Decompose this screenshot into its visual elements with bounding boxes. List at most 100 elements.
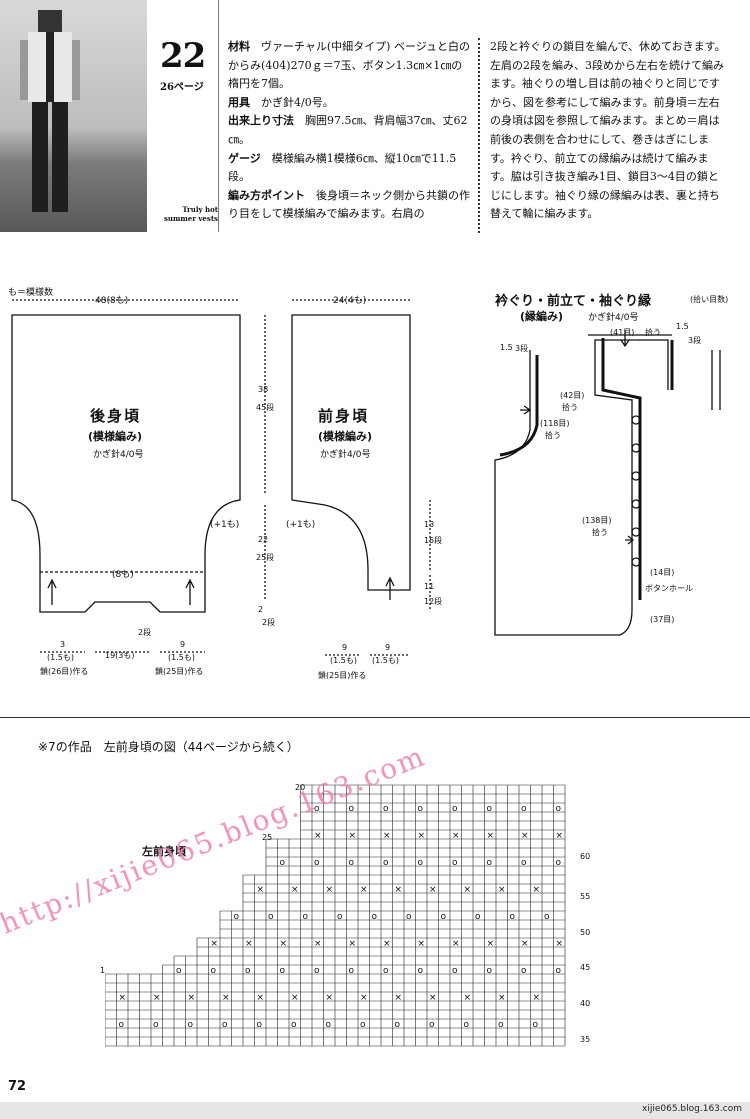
chart-stitch-symbol: × xyxy=(521,939,529,949)
chart-stitch-symbol: o xyxy=(475,912,481,922)
chart-stitch-symbol: o xyxy=(487,804,493,814)
chart-stitch-symbol: o xyxy=(245,966,251,976)
chart-stitch-symbol: o xyxy=(521,966,527,976)
header-divider xyxy=(218,0,219,232)
chart-stitch-symbol: × xyxy=(360,885,368,895)
pattern-count-note: も＝模様数 xyxy=(8,288,54,298)
chart-stitch-symbol: × xyxy=(418,831,426,841)
chart-stitch-symbol: o xyxy=(176,966,182,976)
chart-stitch-symbol: o xyxy=(303,912,309,922)
chart-stitch-symbol: o xyxy=(211,966,217,976)
chart-stitch-symbol: o xyxy=(452,966,458,976)
edging-right-width: 1.5 xyxy=(676,322,689,331)
chart-stitch-symbol: × xyxy=(429,993,437,1003)
chart-stitch-symbol: o xyxy=(510,912,516,922)
front-bottom-left-pattern: (1.5も) xyxy=(330,656,357,665)
chart-stitch-symbol: o xyxy=(257,1020,263,1030)
front-side-increase: (+1も) xyxy=(286,520,316,530)
col-label-20: 20 xyxy=(295,783,306,792)
edging-front-pick: 拾う xyxy=(592,528,608,537)
dim-22: 22 xyxy=(258,535,269,544)
chart-stitch-symbol: × xyxy=(257,993,265,1003)
dim-15-rows: 15段 xyxy=(424,536,443,545)
chart-stitch-symbol: × xyxy=(360,993,368,1003)
edging-armhole-count: (118目) xyxy=(540,419,570,428)
edging-bottom-count: (37目) xyxy=(650,615,675,624)
chart-stitch-symbol: o xyxy=(337,912,343,922)
row-label-40: 40 xyxy=(580,999,591,1008)
front-bottom-right-pattern: (1.5も) xyxy=(372,656,399,665)
chart-stitch-symbol: × xyxy=(533,993,541,1003)
chart-stitch-symbol: o xyxy=(291,1020,297,1030)
chart-stitch-symbol: o xyxy=(441,912,447,922)
dim-11: 11 xyxy=(424,582,435,591)
page-reference: 26ページ xyxy=(160,82,204,93)
chart-stitch-symbol: × xyxy=(211,939,219,949)
back-bottom-right-pattern: (1.5も) xyxy=(168,653,195,662)
chart-stitch-symbol: o xyxy=(498,1020,504,1030)
front-hook: かぎ針4/0号 xyxy=(320,450,371,460)
chart-stitch-symbol: o xyxy=(360,1020,366,1030)
edging-buttonhole-label: ボタンホール xyxy=(645,584,693,593)
chart-stitch-symbol: × xyxy=(291,993,299,1003)
dim-2-rows: 2段 xyxy=(262,618,276,627)
front-width: 24(4も) xyxy=(333,296,367,306)
edging-title: 衿ぐり・前立て・袖ぐり縁 xyxy=(495,294,652,309)
chart-stitch-symbol: × xyxy=(429,885,437,895)
gauge-line: ゲージ 模様編み横1模様6㎝、縦10㎝で11.5段。 xyxy=(228,151,457,184)
front-bottom-right: 9 xyxy=(385,643,391,652)
chart-stitch-symbol: × xyxy=(452,939,460,949)
stitch-chart: o o o o o o o o × × × × × × × × o o o o o o o o o × × × × × × × × × o o o o o o… xyxy=(105,784,566,1047)
chart-stitch-symbol: × xyxy=(383,831,391,841)
instructions-column-2: 2段と衿ぐりの鎖目を編んで、休めておきます。左肩の2段を編み、3段めから左右を続… xyxy=(490,40,726,221)
back-chain-right: 鎖(25目)作る xyxy=(155,667,204,676)
chart-stitch-symbol: × xyxy=(418,939,426,949)
chart-stitch-symbol: o xyxy=(280,966,286,976)
chart-stitch-symbol: × xyxy=(464,993,472,1003)
chart-stitch-symbol: × xyxy=(326,993,334,1003)
chart-stitch-symbol: × xyxy=(222,993,230,1003)
chart-stitch-symbol: o xyxy=(556,804,562,814)
chart-stitch-symbol: o xyxy=(280,858,286,868)
size-line: 出来上り寸法 胸囲97.5㎝、背肩幅37㎝、丈62㎝。 xyxy=(228,114,468,146)
chart-section-title: ※7の作品 左前身頃の図（44ページから続く） xyxy=(38,740,299,754)
instructions-column-1: 材料 ヴァーチャル(中細タイプ) ベージュと白のからみ(404)270ｇ＝7玉、… xyxy=(228,38,472,224)
edging-neck-pick: 拾う xyxy=(645,328,661,337)
chart-stitch-symbol: o xyxy=(234,912,240,922)
chart-stitch-symbol: o xyxy=(153,1020,159,1030)
front-stitch: (模様編み) xyxy=(318,430,373,443)
chart-stitch-symbol: o xyxy=(314,804,320,814)
dim-12-rows: 12段 xyxy=(424,597,443,606)
footer-site: xijie065.blog.163.com xyxy=(642,1104,742,1114)
chart-stitch-symbol: o xyxy=(556,966,562,976)
col-label-1: 1 xyxy=(100,966,106,975)
edging-front-neck-count: (42目) xyxy=(560,391,585,400)
chart-stitch-symbol: × xyxy=(245,939,253,949)
back-title: 後身頃 xyxy=(90,407,142,425)
edging-left-width: 1.5 xyxy=(500,343,513,352)
photo-caption: Truly hot summer vests xyxy=(163,205,218,223)
chart-stitch-symbol: × xyxy=(521,831,529,841)
edging-neck-count: (41目) xyxy=(610,328,635,337)
chart-stitch-symbol: o xyxy=(314,966,320,976)
chart-stitch-symbol: × xyxy=(349,831,357,841)
chart-stitch-symbol: o xyxy=(383,858,389,868)
dim-45-rows: 45段 xyxy=(256,403,275,412)
footer-bar xyxy=(0,1102,750,1119)
back-rows-mid: 2段 xyxy=(138,628,152,637)
chart-stitch-symbol: × xyxy=(257,885,265,895)
chart-stitch-symbol: × xyxy=(395,885,403,895)
chart-stitch-symbol: × xyxy=(119,993,127,1003)
back-bottom-center: 19(3も) xyxy=(105,651,135,660)
chart-stitch-symbol: × xyxy=(556,939,564,949)
back-bottom-left: 3 xyxy=(60,640,66,649)
chart-stitch-symbol: o xyxy=(349,966,355,976)
chart-stitch-symbol: o xyxy=(556,858,562,868)
chart-stitch-symbol: o xyxy=(418,804,424,814)
row-label-55: 55 xyxy=(580,892,591,901)
front-bottom-left: 9 xyxy=(342,643,348,652)
edging-title-note: (拾い目数) xyxy=(690,295,729,304)
chart-stitch-symbol: × xyxy=(349,939,357,949)
chart-stitch-symbol: o xyxy=(314,858,320,868)
chart-stitch-symbol: o xyxy=(544,912,550,922)
